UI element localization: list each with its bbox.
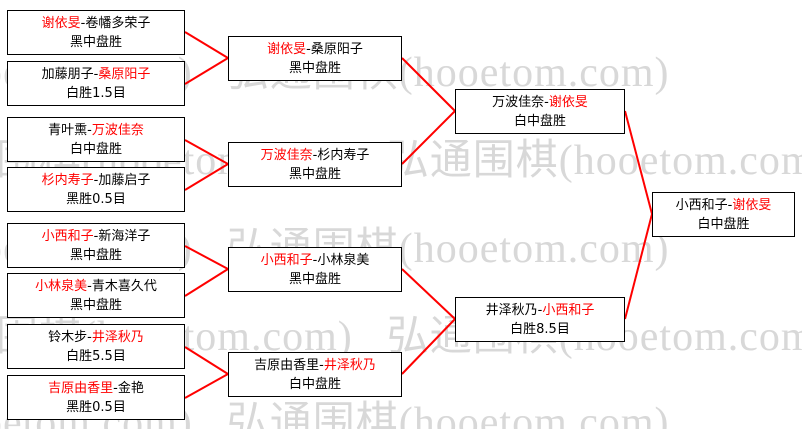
name-separator: -	[537, 302, 543, 318]
match-result: 白中盘胜	[697, 216, 750, 232]
match-result: 白胜1.5目	[66, 85, 126, 101]
match-result: 黑中盘胜	[288, 166, 341, 182]
match-box: 万波佳奈-杉内寿子 黑中盘胜	[228, 142, 402, 187]
name-separator: -	[312, 252, 318, 268]
match-result: 白中盘胜	[69, 141, 122, 157]
name-separator: -	[544, 94, 549, 110]
match-box-final: 小西和子-谢依旻 白中盘胜	[652, 192, 795, 237]
match-result: 黑胜0.5目	[66, 191, 126, 207]
name-separator: -	[93, 172, 99, 188]
player-name-right: 新海洋子	[98, 228, 151, 244]
player-name-right: 井泽秋乃	[323, 357, 376, 373]
match-players: 杉内寿子-加藤启子	[42, 171, 151, 190]
name-separator: -	[306, 41, 311, 57]
name-separator: -	[312, 147, 318, 163]
player-name-left: 万波佳奈	[492, 94, 545, 110]
name-separator: -	[319, 357, 324, 373]
match-players: 谢依旻-卷幡多荣子	[42, 14, 151, 33]
match-result: 黑中盘胜	[69, 297, 122, 313]
match-box: 井泽秋乃-小西和子 白胜8.5目	[455, 297, 625, 342]
match-result: 白胜5.5目	[66, 348, 126, 364]
match-players: 井泽秋乃-小西和子	[486, 301, 595, 320]
match-box: 小西和子-新海洋子 黑中盘胜	[7, 223, 185, 268]
name-separator: -	[87, 278, 92, 294]
match-players: 万波佳奈-杉内寿子	[261, 146, 370, 165]
player-name-left: 万波佳奈	[260, 147, 313, 163]
name-separator: -	[727, 197, 733, 213]
match-box: 万波佳奈-谢依旻 白中盘胜	[455, 89, 625, 134]
match-result: 白中盘胜	[288, 376, 341, 392]
match-players: 吉原由香里-金艳	[48, 379, 144, 398]
player-name-right: 卷幡多荣子	[85, 15, 151, 31]
match-players: 铃木步-井泽秋乃	[48, 328, 144, 347]
match-players: 小西和子-小林泉美	[261, 251, 370, 270]
match-result: 白胜8.5目	[510, 321, 570, 337]
match-box: 小林泉美-青木喜久代 黑中盘胜	[7, 273, 185, 318]
match-players: 万波佳奈-谢依旻	[492, 93, 588, 112]
player-name-right: 加藤启子	[98, 172, 151, 188]
player-name-right: 万波佳奈	[91, 122, 144, 138]
name-separator: -	[93, 228, 99, 244]
name-separator: -	[113, 380, 118, 396]
player-name-right: 小林泉美	[317, 252, 370, 268]
player-name-left: 加藤朋子	[41, 66, 94, 82]
match-players: 加藤朋子-桑原阳子	[42, 65, 151, 84]
match-box: 谢依旻-卷幡多荣子 黑中盘胜	[7, 10, 185, 55]
player-name-left: 谢依旻	[41, 15, 81, 31]
player-name-right: 桑原阳子	[310, 41, 363, 57]
match-result: 黑中盘胜	[288, 271, 341, 287]
player-name-right: 杉内寿子	[317, 147, 370, 163]
player-name-left: 小林泉美	[35, 278, 88, 294]
match-box: 铃木步-井泽秋乃 白胜5.5目	[7, 324, 185, 369]
match-box: 谢依旻-桑原阳子 黑中盘胜	[228, 36, 402, 81]
match-players: 青叶熏-万波佳奈	[48, 121, 144, 140]
player-name-left: 青叶熏	[48, 122, 88, 138]
match-result: 黑中盘胜	[69, 247, 122, 263]
player-name-right: 桑原阳子	[98, 66, 151, 82]
match-box: 小西和子-小林泉美 黑中盘胜	[228, 247, 402, 292]
player-name-left: 小西和子	[675, 197, 728, 213]
match-result: 黑胜0.5目	[66, 399, 126, 415]
player-name-left: 杉内寿子	[41, 172, 94, 188]
name-separator: -	[87, 329, 92, 345]
player-name-right: 金艳	[117, 380, 144, 396]
player-name-right: 谢依旻	[548, 94, 588, 110]
player-name-right: 井泽秋乃	[91, 329, 144, 345]
match-result: 黑中盘胜	[69, 34, 122, 50]
player-name-left: 吉原由香里	[48, 380, 114, 396]
match-players: 吉原由香里-井泽秋乃	[254, 356, 376, 375]
name-separator: -	[87, 122, 92, 138]
player-name-right: 小西和子	[542, 302, 595, 318]
player-name-left: 谢依旻	[267, 41, 307, 57]
match-box: 加藤朋子-桑原阳子 白胜1.5目	[7, 61, 185, 106]
match-result: 白中盘胜	[513, 113, 566, 129]
player-name-left: 小西和子	[41, 228, 94, 244]
player-name-right: 青木喜久代	[91, 278, 157, 294]
match-box: 青叶熏-万波佳奈 白中盘胜	[7, 117, 185, 162]
match-players: 小林泉美-青木喜久代	[35, 277, 157, 296]
player-name-left: 井泽秋乃	[485, 302, 538, 318]
match-players: 谢依旻-桑原阳子	[267, 40, 363, 59]
match-box: 吉原由香里-井泽秋乃 白中盘胜	[228, 352, 402, 397]
name-separator: -	[93, 66, 99, 82]
name-separator: -	[80, 15, 86, 31]
match-box: 吉原由香里-金艳 黑胜0.5目	[7, 375, 185, 420]
match-players: 小西和子-新海洋子	[42, 227, 151, 246]
player-name-right: 谢依旻	[732, 197, 772, 213]
player-name-left: 铃木步	[48, 329, 88, 345]
match-result: 黑中盘胜	[288, 60, 341, 76]
match-players: 小西和子-谢依旻	[676, 196, 772, 215]
match-box: 杉内寿子-加藤启子 黑胜0.5目	[7, 167, 185, 212]
player-name-left: 小西和子	[260, 252, 313, 268]
player-name-left: 吉原由香里	[254, 357, 320, 373]
